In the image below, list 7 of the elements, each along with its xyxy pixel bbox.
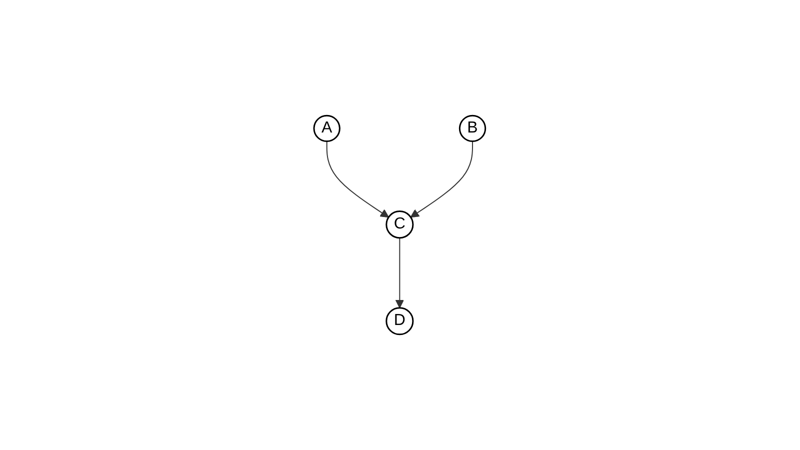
arrow (410, 140, 474, 218)
arrow (326, 140, 390, 218)
node-circle: C (386, 210, 414, 239)
node-circle: A (314, 114, 341, 142)
node-circle: B (459, 114, 486, 142)
arrow (396, 237, 404, 308)
node-circle: D (386, 307, 414, 336)
